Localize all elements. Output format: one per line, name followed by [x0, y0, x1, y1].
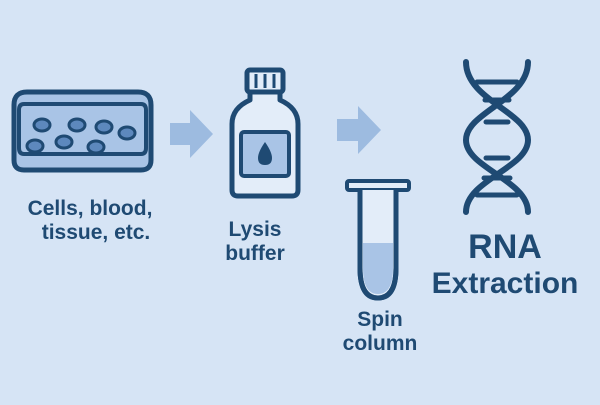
- step-label-cells: Cells, blood, tissue, etc.: [0, 197, 180, 245]
- label-line: RNA: [468, 228, 542, 266]
- step-label-spin: Spin column: [320, 308, 440, 356]
- step-label-rna: RNA Extraction: [410, 228, 600, 302]
- label-line: column: [342, 332, 418, 356]
- dna-helix-icon: [462, 59, 532, 215]
- tissue-slab-icon: [11, 89, 154, 173]
- lysis-bottle-icon: [229, 67, 301, 199]
- label-line: Extraction: [431, 267, 579, 301]
- arrow-right-icon: [170, 110, 213, 158]
- label-line: Spin: [357, 308, 403, 331]
- label-line: tissue, etc.: [41, 221, 151, 245]
- label-line: buffer: [225, 242, 285, 266]
- arrow-right-icon: [337, 106, 381, 154]
- step-label-lysis: Lysis buffer: [200, 218, 310, 266]
- label-line: Cells, blood,: [27, 197, 153, 220]
- label-line: Lysis: [228, 218, 282, 241]
- spin-column-tube-icon: [345, 179, 411, 301]
